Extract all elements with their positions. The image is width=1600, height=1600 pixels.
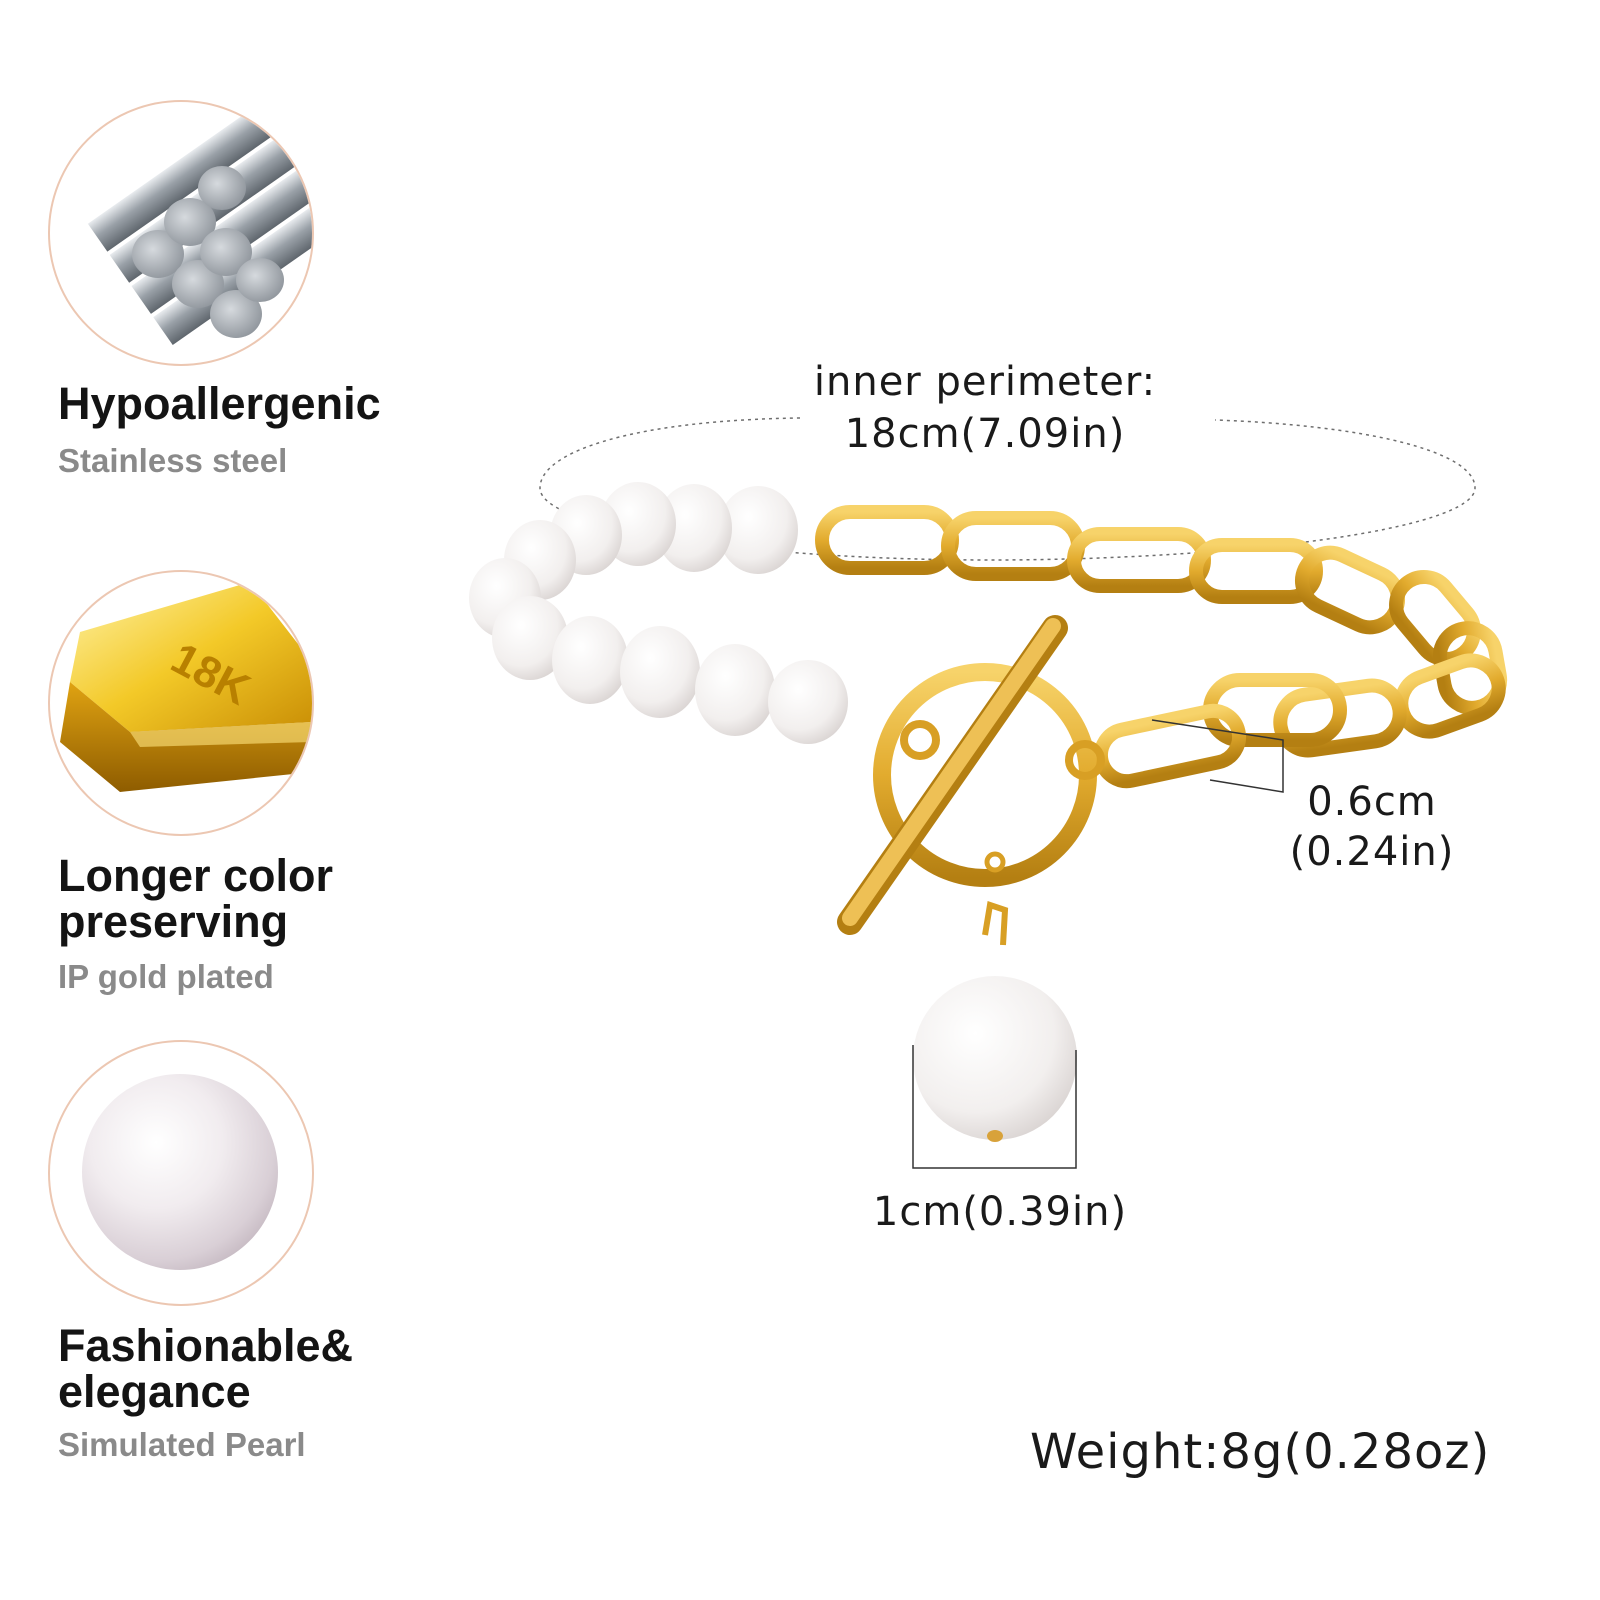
weight-label: Weight:8g(0.28oz): [1030, 1424, 1491, 1480]
feature-subtitle-stainless-steel: Stainless steel: [58, 442, 288, 479]
feature-subtitle-simulated-pearl: Simulated Pearl: [58, 1426, 306, 1463]
pearl-size-label: 1cm(0.39in): [872, 1189, 1128, 1235]
toggle-clasp: [837, 615, 1105, 946]
perimeter-label: inner perimeter:: [813, 359, 1157, 405]
pendant-pearl: [913, 976, 1077, 1142]
gold-bar-icon: 18K: [48, 570, 314, 836]
perimeter-value: 18cm(7.09in): [844, 411, 1126, 457]
feature-title-fashion-line-2: elegance: [58, 1366, 251, 1417]
feature-subtitle-ip-gold: IP gold plated: [58, 958, 274, 995]
measurement-lines: [912, 719, 1284, 1169]
pearl-icon: [48, 1040, 314, 1306]
feature-title-color-line-2: preserving: [58, 896, 289, 947]
feature-title-fashion-line-1: Fashionable&: [58, 1320, 354, 1371]
perimeter-guide: [539, 417, 1476, 561]
gold-chain: [815, 505, 1508, 789]
steel-rods-icon: [48, 100, 314, 366]
feature-title-color-line-1: Longer color: [58, 850, 334, 901]
link-width-in: (0.24in): [1289, 829, 1455, 875]
feature-title-hypoallergenic: Hypoallergenic: [58, 378, 381, 429]
pearl-beads: [469, 482, 848, 744]
link-width-cm: 0.6cm: [1307, 779, 1437, 825]
